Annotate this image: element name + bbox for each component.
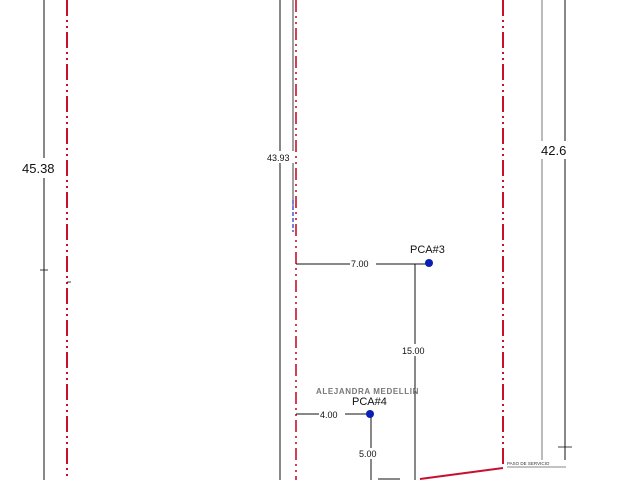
pca4-offset-label: 4.00 [320, 410, 338, 420]
right-dimension-label: 42.6 [541, 143, 566, 158]
pca4-point [366, 410, 374, 418]
pca4-depth-label: 5.00 [359, 449, 377, 459]
corner-note: PASO DE SERVICIO [507, 461, 550, 466]
owner-name: ALEJANDRA MEDELLIN [316, 387, 419, 396]
left-dimension-label: 45.38 [22, 161, 55, 176]
pca3-depth-bg [400, 344, 430, 356]
pca3-offset-bg [350, 258, 376, 269]
pca3-offset-label: 7.00 [351, 259, 369, 269]
pca3-label: PCA#3 [410, 244, 445, 256]
bottom-property-line [419, 467, 504, 480]
pca4-depth-bg [358, 448, 384, 459]
pca3-point [425, 259, 433, 267]
center-dimension-label: 43.93 [267, 153, 290, 163]
right-dimension-bg [538, 141, 578, 159]
pca3-depth-label: 15.00 [402, 346, 425, 356]
center-dimension-bg [266, 151, 296, 163]
pca4-label: PCA#4 [352, 396, 387, 408]
pca4-offset-bg [319, 409, 345, 420]
left-dimension-bg [20, 158, 66, 178]
